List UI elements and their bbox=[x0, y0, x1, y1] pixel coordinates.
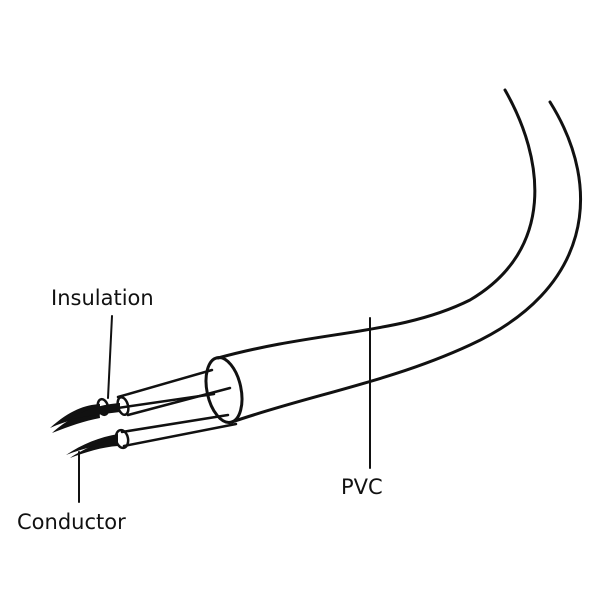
conductor-strands bbox=[50, 403, 120, 458]
label-conductor: Conductor bbox=[17, 510, 126, 534]
pvc-jacket bbox=[204, 88, 583, 424]
label-pvc: PVC bbox=[341, 475, 383, 499]
leader-lines bbox=[78, 315, 371, 503]
label-insulation: Insulation bbox=[51, 286, 154, 310]
insulated-cores bbox=[96, 368, 238, 450]
insulation-leader bbox=[107, 315, 113, 399]
